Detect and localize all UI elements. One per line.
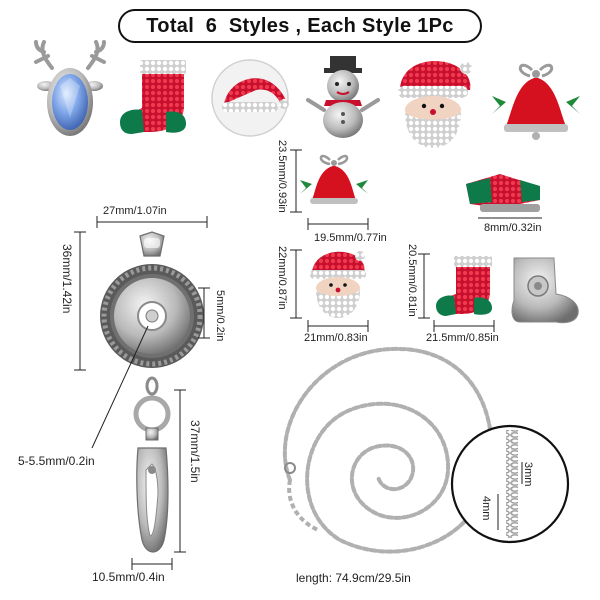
clasp-width-label: 10.5mm/0.4in	[92, 570, 165, 584]
chain-link-magnifier	[450, 424, 570, 544]
chain-length-label: length: 74.9cm/29.5in	[296, 571, 411, 585]
bell-charm	[492, 63, 580, 140]
stocking-side-label: 8mm/0.32in	[484, 222, 542, 234]
pendant-base	[100, 231, 204, 368]
santa-width-label: 21mm/0.83in	[304, 332, 368, 344]
dimension-lines	[74, 149, 542, 570]
page-title: Total 6 Styles , Each Style 1Pc	[146, 14, 454, 37]
bell-height-label: 23.5mm/0.93in	[276, 140, 288, 213]
title-banner: Total 6 Styles , Each Style 1Pc	[118, 9, 482, 43]
link-height-label: 4mm	[480, 496, 492, 521]
santa-face-detail	[310, 251, 366, 318]
stocking-width-label: 21.5mm/0.85in	[426, 332, 499, 344]
stocking-height-label: 20.5mm/0.81in	[406, 244, 418, 317]
pendant-depth-label: 5mm/0.2in	[214, 290, 226, 342]
stocking-charm	[120, 60, 186, 134]
clasp-length-label: 37mm/1.5in	[188, 420, 202, 483]
snap-hole-label: 5-5.5mm/0.2in	[18, 454, 95, 468]
chain-spiral	[282, 346, 494, 554]
link-width-label: 3mm	[522, 462, 534, 487]
reindeer-charm	[34, 40, 106, 136]
santa-hat-charm	[211, 59, 289, 137]
snowman-charm	[306, 56, 380, 138]
stocking-side-view	[466, 174, 540, 212]
stocking-back-view	[511, 257, 579, 324]
santa-face-charm	[398, 61, 472, 148]
pendant-width-label: 27mm/1.07in	[103, 205, 167, 217]
stocking-front-detail	[436, 256, 492, 316]
pendant-height-label: 36mm/1.42in	[60, 244, 74, 314]
bell-width-label: 19.5mm/0.77in	[314, 232, 387, 244]
bell-charm-detail	[300, 154, 368, 204]
lobster-clasp	[133, 376, 171, 553]
santa-height-label: 22mm/0.87in	[276, 246, 288, 310]
